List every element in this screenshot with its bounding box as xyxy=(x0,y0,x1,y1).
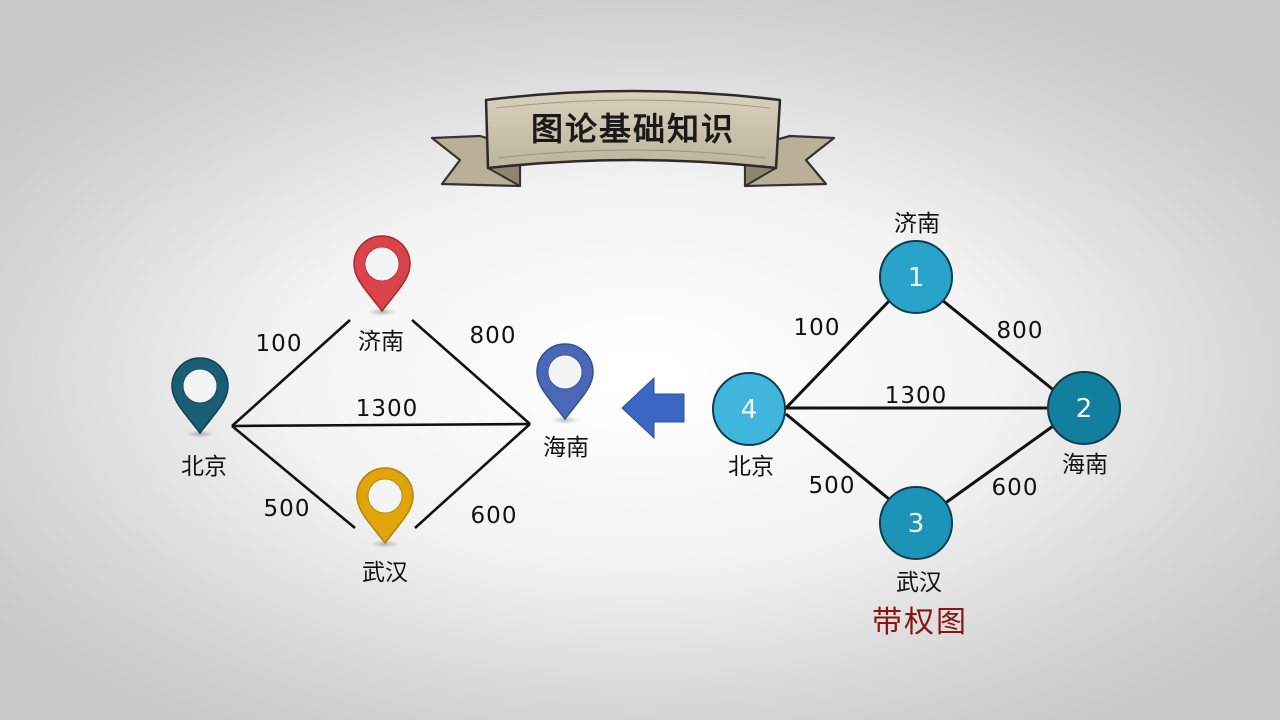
node-city-label-2: 海南 xyxy=(1062,452,1108,478)
node-id-1: 1 xyxy=(908,263,925,293)
edge-beijing-hainan xyxy=(232,424,530,426)
weight-label-wuhan-hainan: 600 xyxy=(471,503,518,529)
graph-node-2: 2 xyxy=(1048,372,1120,444)
node-city-label-1: 济南 xyxy=(894,211,940,237)
node-id-3: 3 xyxy=(908,509,925,539)
title-banner: 图论基础知识 xyxy=(432,91,834,186)
graph-weight-4-3: 500 xyxy=(809,473,856,499)
graph-caption: 带权图 xyxy=(872,605,968,640)
left-arrow-icon xyxy=(622,378,684,438)
city-label-wuhan: 武汉 xyxy=(362,560,408,586)
weight-label-jinan-hainan: 800 xyxy=(470,323,517,349)
weight-label-beijing-jinan: 100 xyxy=(256,331,303,357)
edge-1-2 xyxy=(942,300,1056,392)
pin-wuhan xyxy=(357,468,413,548)
node-id-2: 2 xyxy=(1076,394,1093,424)
weight-label-beijing-hainan: 1300 xyxy=(356,396,419,422)
graph-weight-4-2: 1300 xyxy=(885,383,948,409)
node-city-label-4: 北京 xyxy=(728,454,774,480)
graph-node-1: 1 xyxy=(880,241,952,313)
graph-weight-3-2: 600 xyxy=(992,475,1039,501)
weight-label-beijing-wuhan: 500 xyxy=(264,496,311,522)
graph-weight-4-1: 100 xyxy=(794,315,841,341)
city-label-beijing: 北京 xyxy=(181,454,227,480)
city-label-hainan: 海南 xyxy=(543,435,589,461)
pin-beijing xyxy=(172,358,228,438)
graph-node-4: 4 xyxy=(713,373,785,445)
node-city-label-3: 武汉 xyxy=(896,570,942,596)
pin-hainan xyxy=(537,344,593,424)
node-id-4: 4 xyxy=(741,395,758,425)
city-label-jinan: 济南 xyxy=(358,329,404,355)
page-title: 图论基础知识 xyxy=(531,110,735,148)
graph-node-3: 3 xyxy=(880,487,952,559)
graph-weight-1-2: 800 xyxy=(997,318,1044,344)
pin-jinan xyxy=(354,236,410,316)
